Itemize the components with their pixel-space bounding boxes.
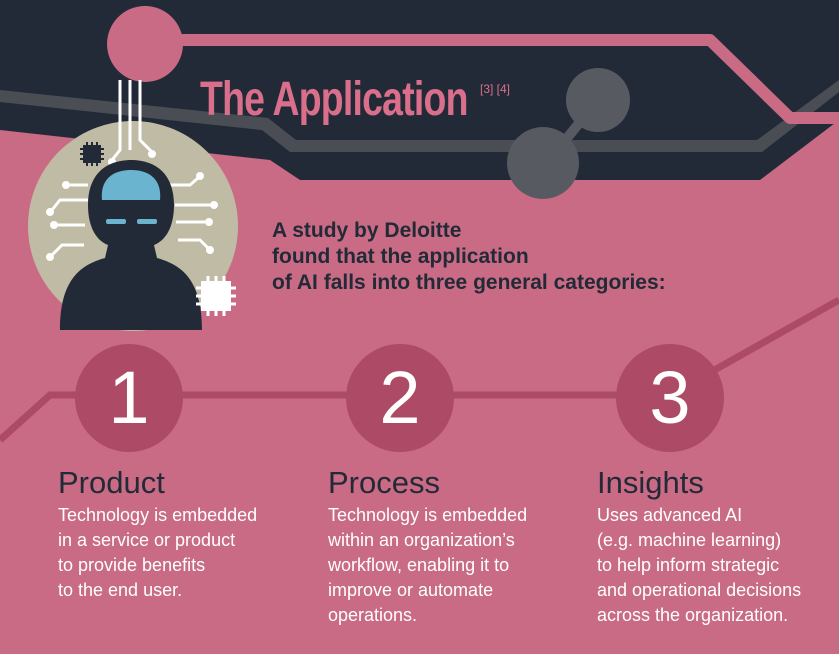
category-desc-line: Technology is embedded [58, 505, 258, 525]
category-desc-line: in a service or product [58, 530, 236, 550]
band-stripe [0, 80, 839, 152]
gray-dots-connector [507, 68, 630, 199]
category-desc-line: improve or automate [328, 580, 494, 600]
category-desc-line: across the organization. [597, 605, 789, 625]
ai-head-icon [28, 110, 238, 331]
category-desc-line: within an organization’s [328, 530, 515, 550]
category-process: Process Technology is embedded within an… [328, 463, 573, 628]
intro-line: found that the application [272, 245, 529, 268]
intro-line: A study by Deloitte [272, 219, 462, 242]
number-badge-1: 1 [75, 344, 183, 452]
category-heading: Insights [597, 465, 704, 500]
pink-circuit-line [145, 34, 839, 124]
category-heading: Product [58, 465, 165, 500]
category-desc-line: and operational decisions [597, 580, 802, 600]
category-desc-line: Technology is embedded [328, 505, 528, 525]
category-desc-line: (e.g. machine learning) [597, 530, 782, 550]
category-desc-line: operations. [328, 605, 418, 625]
top-accent-circle [107, 6, 183, 82]
top-wires [118, 80, 142, 120]
category-desc-line: to help inform strategic [597, 555, 780, 575]
number-badge-3: 3 [616, 344, 724, 452]
category-heading: Process [328, 465, 440, 500]
category-desc-line: to provide benefits [58, 555, 206, 575]
category-desc-line: Uses advanced AI [597, 505, 743, 525]
category-product: Product Technology is embedded in a serv… [58, 463, 303, 603]
number-badge-2: 2 [346, 344, 454, 452]
category-desc-line: to the end user. [58, 580, 183, 600]
microchip-icon [196, 276, 236, 316]
category-insights: Insights Uses advanced AI (e.g. machine … [597, 463, 839, 628]
page-title: The Application [200, 73, 468, 126]
microchip-icon [80, 142, 104, 166]
intro-line: of AI falls into three general categorie… [272, 271, 666, 294]
intro-text: A study by Deloitte found that the appli… [272, 218, 742, 296]
title-references: [3] [4] [480, 82, 511, 96]
category-desc-line: workflow, enabling it to [328, 555, 510, 575]
